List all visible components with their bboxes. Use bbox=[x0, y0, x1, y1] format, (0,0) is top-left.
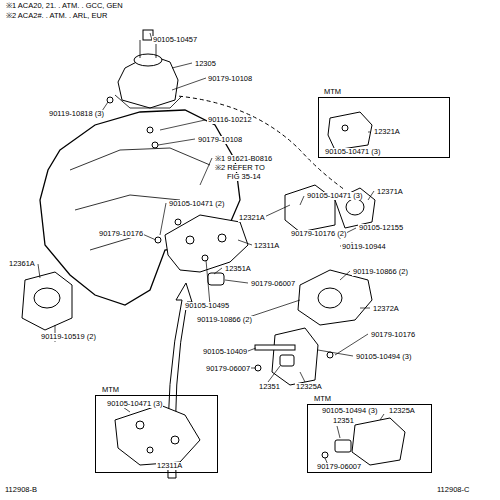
mount-12305 bbox=[118, 55, 178, 108]
bracket-12325A-mtm bbox=[352, 418, 405, 465]
part-number: 12351 bbox=[258, 383, 281, 391]
part-number: 12325A bbox=[295, 383, 323, 391]
part-number: 12311A bbox=[253, 242, 280, 250]
part-number: 12321A bbox=[238, 214, 266, 222]
part-number: 90179-06007 bbox=[316, 463, 362, 471]
part-number: 90179-10108 bbox=[197, 136, 243, 144]
part-number: ※2 ACA2#. . ATM. . ARL, EUR bbox=[5, 12, 108, 20]
variant-inset-frame: MTM90105-10471 (3)12311A bbox=[95, 395, 218, 473]
part-number: 90119-10866 (2) bbox=[352, 268, 409, 276]
part-number: 12351 bbox=[332, 417, 355, 425]
mount-12361A bbox=[22, 272, 72, 330]
part-number: 90105-12155 bbox=[358, 224, 404, 232]
part-number: 90179-10176 bbox=[370, 331, 416, 339]
variant-code: MTM bbox=[323, 88, 342, 96]
part-number: 112908-B bbox=[4, 486, 38, 494]
part-number: ※1 91621-B0816 bbox=[214, 155, 273, 163]
part-number: 90119-10944 bbox=[341, 243, 387, 251]
part-number: 12305 bbox=[194, 60, 217, 68]
part-number: 12351A bbox=[224, 265, 252, 273]
bracket-12325A bbox=[272, 328, 318, 385]
part-number: 90119-10519 (2) bbox=[40, 333, 97, 341]
part-number: 90179-06007 bbox=[205, 365, 251, 373]
part-number: 90119-10866 (2) bbox=[196, 316, 253, 324]
part-number: 90105-10409 bbox=[202, 348, 248, 356]
part-number: 12371A bbox=[376, 188, 404, 196]
mount-12351A bbox=[208, 273, 224, 285]
bracket-12321A-mtm bbox=[328, 112, 372, 150]
part-number: ※2 REFER TO bbox=[214, 164, 266, 172]
part-number: 90116-10212 bbox=[207, 116, 253, 124]
part-number: 90179-10176 (2) bbox=[290, 230, 347, 238]
variant-inset-frame: MTM90105-10494 (3)12325A1235190179-06007 bbox=[307, 404, 432, 473]
bracket-12311A-mtm bbox=[115, 405, 200, 465]
part-number: 90179-10108 bbox=[207, 75, 253, 83]
part-number: 90105-10471 (2) bbox=[168, 200, 225, 208]
part-number: 90105-10494 (3) bbox=[321, 407, 378, 415]
part-number: 90105-10494 (3) bbox=[355, 353, 412, 361]
part-number: 90105-10471 (3) bbox=[106, 400, 163, 408]
bracket-12372A bbox=[298, 270, 372, 325]
part-number: 12372A bbox=[372, 305, 400, 313]
variant-code: MTM bbox=[101, 386, 120, 394]
part-number: 12311A bbox=[156, 462, 183, 470]
part-number: FIG 35-14 bbox=[226, 173, 262, 181]
part-number: ※1 ACA20, 21. . ATM. . GCC, GEN bbox=[5, 2, 124, 10]
part-number: 90179-06007 bbox=[250, 280, 296, 288]
part-number: 90105-10471 (3) bbox=[324, 148, 381, 156]
part-number: 90119-10818 (3) bbox=[48, 110, 105, 118]
part-number: 90179-10176 bbox=[98, 230, 144, 238]
variant-inset-frame: MTM12321A90105-10471 (3) bbox=[318, 97, 450, 158]
part-number: 90105-10495 bbox=[184, 302, 230, 310]
part-number: 112908-C bbox=[436, 486, 470, 494]
leader-lines bbox=[38, 33, 374, 382]
part-number: 12325A bbox=[388, 407, 416, 415]
part-number: 90105-10457 bbox=[152, 36, 198, 44]
part-number: 12361A bbox=[8, 260, 36, 268]
part-number: 12321A bbox=[373, 128, 401, 136]
variant-code: MTM bbox=[313, 395, 332, 403]
part-number: 90105-10471 (3) bbox=[306, 192, 363, 200]
